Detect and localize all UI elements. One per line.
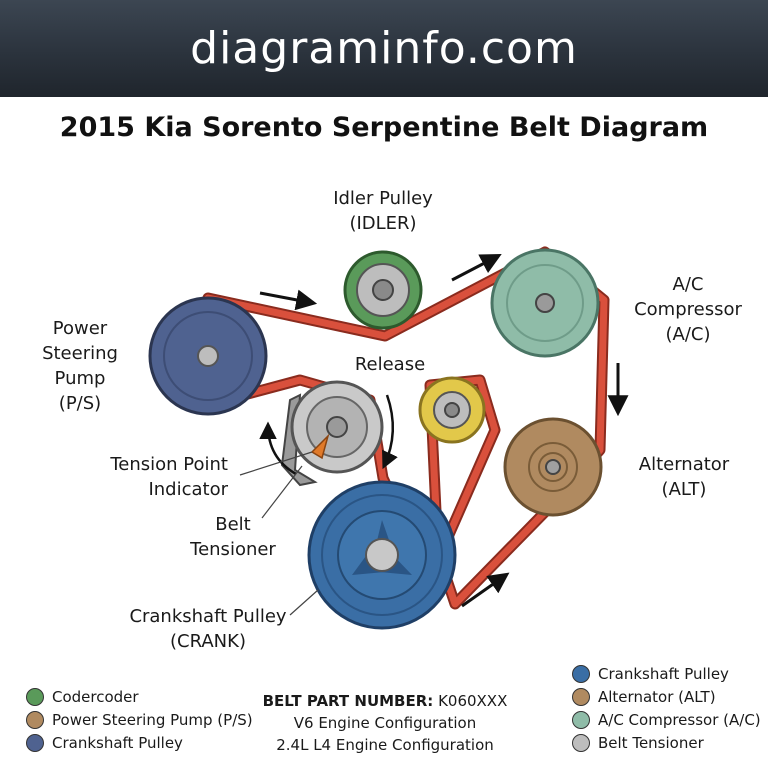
ac-label-line-1: A/C bbox=[672, 274, 704, 295]
part-number-line: BELT PART NUMBER: K060XXX bbox=[250, 690, 520, 712]
legend-label: Belt Tensioner bbox=[598, 733, 704, 752]
idler-pulley[interactable] bbox=[343, 250, 423, 330]
tension-point-label-line-1: Tension Point bbox=[110, 454, 228, 475]
legend-item: Codercoder bbox=[26, 685, 253, 708]
legend-label: Power Steering Pump (P/S) bbox=[52, 710, 253, 729]
legend-swatch-r0 bbox=[572, 664, 590, 683]
part-number-prefix: BELT PART NUMBER: bbox=[262, 692, 434, 710]
engine-config-l4: 2.4L L4 Engine Configuration bbox=[276, 736, 494, 754]
legend-item: Power Steering Pump (P/S) bbox=[26, 708, 253, 731]
tension-point-label-line-2: Indicator bbox=[148, 479, 228, 500]
legend-swatch-r2 bbox=[572, 710, 590, 729]
legend-label: Crankshaft Pulley bbox=[52, 733, 183, 752]
engine-config-v6: V6 Engine Configuration bbox=[293, 714, 477, 732]
ps-label-line-3: Pump bbox=[54, 368, 106, 389]
ac-compressor-pulley[interactable] bbox=[490, 248, 600, 358]
ps-label: Power Steering Pump (P/S) bbox=[28, 316, 132, 416]
idler-label: Idler Pulley (IDLER) bbox=[318, 186, 448, 236]
crank-label: Crankshaft Pulley (CRANK) bbox=[118, 604, 298, 654]
belt-tensioner-label-line-1: Belt bbox=[215, 514, 251, 535]
small-idler-pulley[interactable] bbox=[418, 376, 486, 444]
ps-label-line-4: (P/S) bbox=[58, 393, 102, 414]
legend-label: Crankshaft Pulley bbox=[598, 664, 729, 683]
idler-label-line-1: Idler Pulley bbox=[333, 188, 433, 209]
diagram-title: 2015 Kia Sorento Serpentine Belt Diagram bbox=[59, 112, 709, 143]
tension-point-label: Tension Point Indicator bbox=[80, 452, 228, 502]
legend-swatch-2 bbox=[26, 733, 44, 752]
site-name[interactable]: diagraminfo.com bbox=[190, 23, 578, 74]
legend-swatch-0 bbox=[26, 687, 44, 706]
legend-item: A/C Compressor (A/C) bbox=[572, 708, 761, 731]
crank-label-line-1: Crankshaft Pulley bbox=[129, 606, 287, 627]
legend-swatch-1 bbox=[26, 710, 44, 729]
crank-label-line-2: (CRANK) bbox=[170, 631, 246, 652]
ac-label-line-2: Compressor bbox=[634, 299, 742, 320]
belt-tensioner-label: Belt Tensioner bbox=[178, 512, 288, 562]
leader-belt-tensioner bbox=[261, 465, 303, 519]
legend-label: Alternator (ALT) bbox=[598, 687, 716, 706]
leader-tension-point bbox=[239, 451, 313, 476]
part-number: K060XXX bbox=[438, 692, 508, 710]
legend-swatch-r3 bbox=[572, 733, 590, 752]
legend-item: Crankshaft Pulley bbox=[572, 662, 761, 685]
alternator-label: Alternator (ALT) bbox=[622, 452, 746, 502]
arrow-alt-to-crank bbox=[461, 572, 510, 608]
alternator-label-line-1: Alternator bbox=[638, 454, 730, 475]
idler-label-line-2: (IDLER) bbox=[349, 213, 417, 234]
ps-label-line-2: Steering bbox=[42, 343, 118, 364]
arrow-idler-to-ac bbox=[451, 254, 502, 282]
alternator-label-line-2: (ALT) bbox=[661, 479, 707, 500]
belt-part-info: BELT PART NUMBER: K060XXX V6 Engine Conf… bbox=[250, 690, 520, 756]
legend-item: Crankshaft Pulley bbox=[26, 731, 253, 754]
ps-label-line-1: Power bbox=[52, 318, 108, 339]
legend-left: Codercoder Power Steering Pump (P/S) Cra… bbox=[26, 685, 253, 754]
legend-right: Crankshaft Pulley Alternator (ALT) A/C C… bbox=[572, 662, 761, 754]
release-arrow-icon bbox=[382, 394, 398, 470]
legend-label: Codercoder bbox=[52, 687, 139, 706]
arrow-ps-to-idler bbox=[259, 289, 318, 311]
legend-item: Alternator (ALT) bbox=[572, 685, 761, 708]
release-label: Release bbox=[354, 354, 426, 375]
belt-tensioner-label-line-2: Tensioner bbox=[190, 539, 276, 560]
legend-label: A/C Compressor (A/C) bbox=[598, 710, 761, 729]
tension-arrow-icon bbox=[259, 421, 297, 476]
tension-point-indicator-icon bbox=[310, 433, 330, 460]
ac-label: A/C Compressor (A/C) bbox=[618, 272, 758, 347]
leader-crank bbox=[289, 589, 319, 616]
power-steering-pulley[interactable] bbox=[148, 296, 268, 416]
legend-item: Belt Tensioner bbox=[572, 731, 761, 754]
ac-label-line-3: (A/C) bbox=[665, 324, 711, 345]
alternator-pulley[interactable] bbox=[503, 417, 603, 517]
site-banner: diagraminfo.com bbox=[0, 0, 768, 97]
legend-swatch-r1 bbox=[572, 687, 590, 706]
crankshaft-pulley[interactable] bbox=[307, 480, 457, 630]
belt-tensioner[interactable] bbox=[280, 380, 384, 487]
